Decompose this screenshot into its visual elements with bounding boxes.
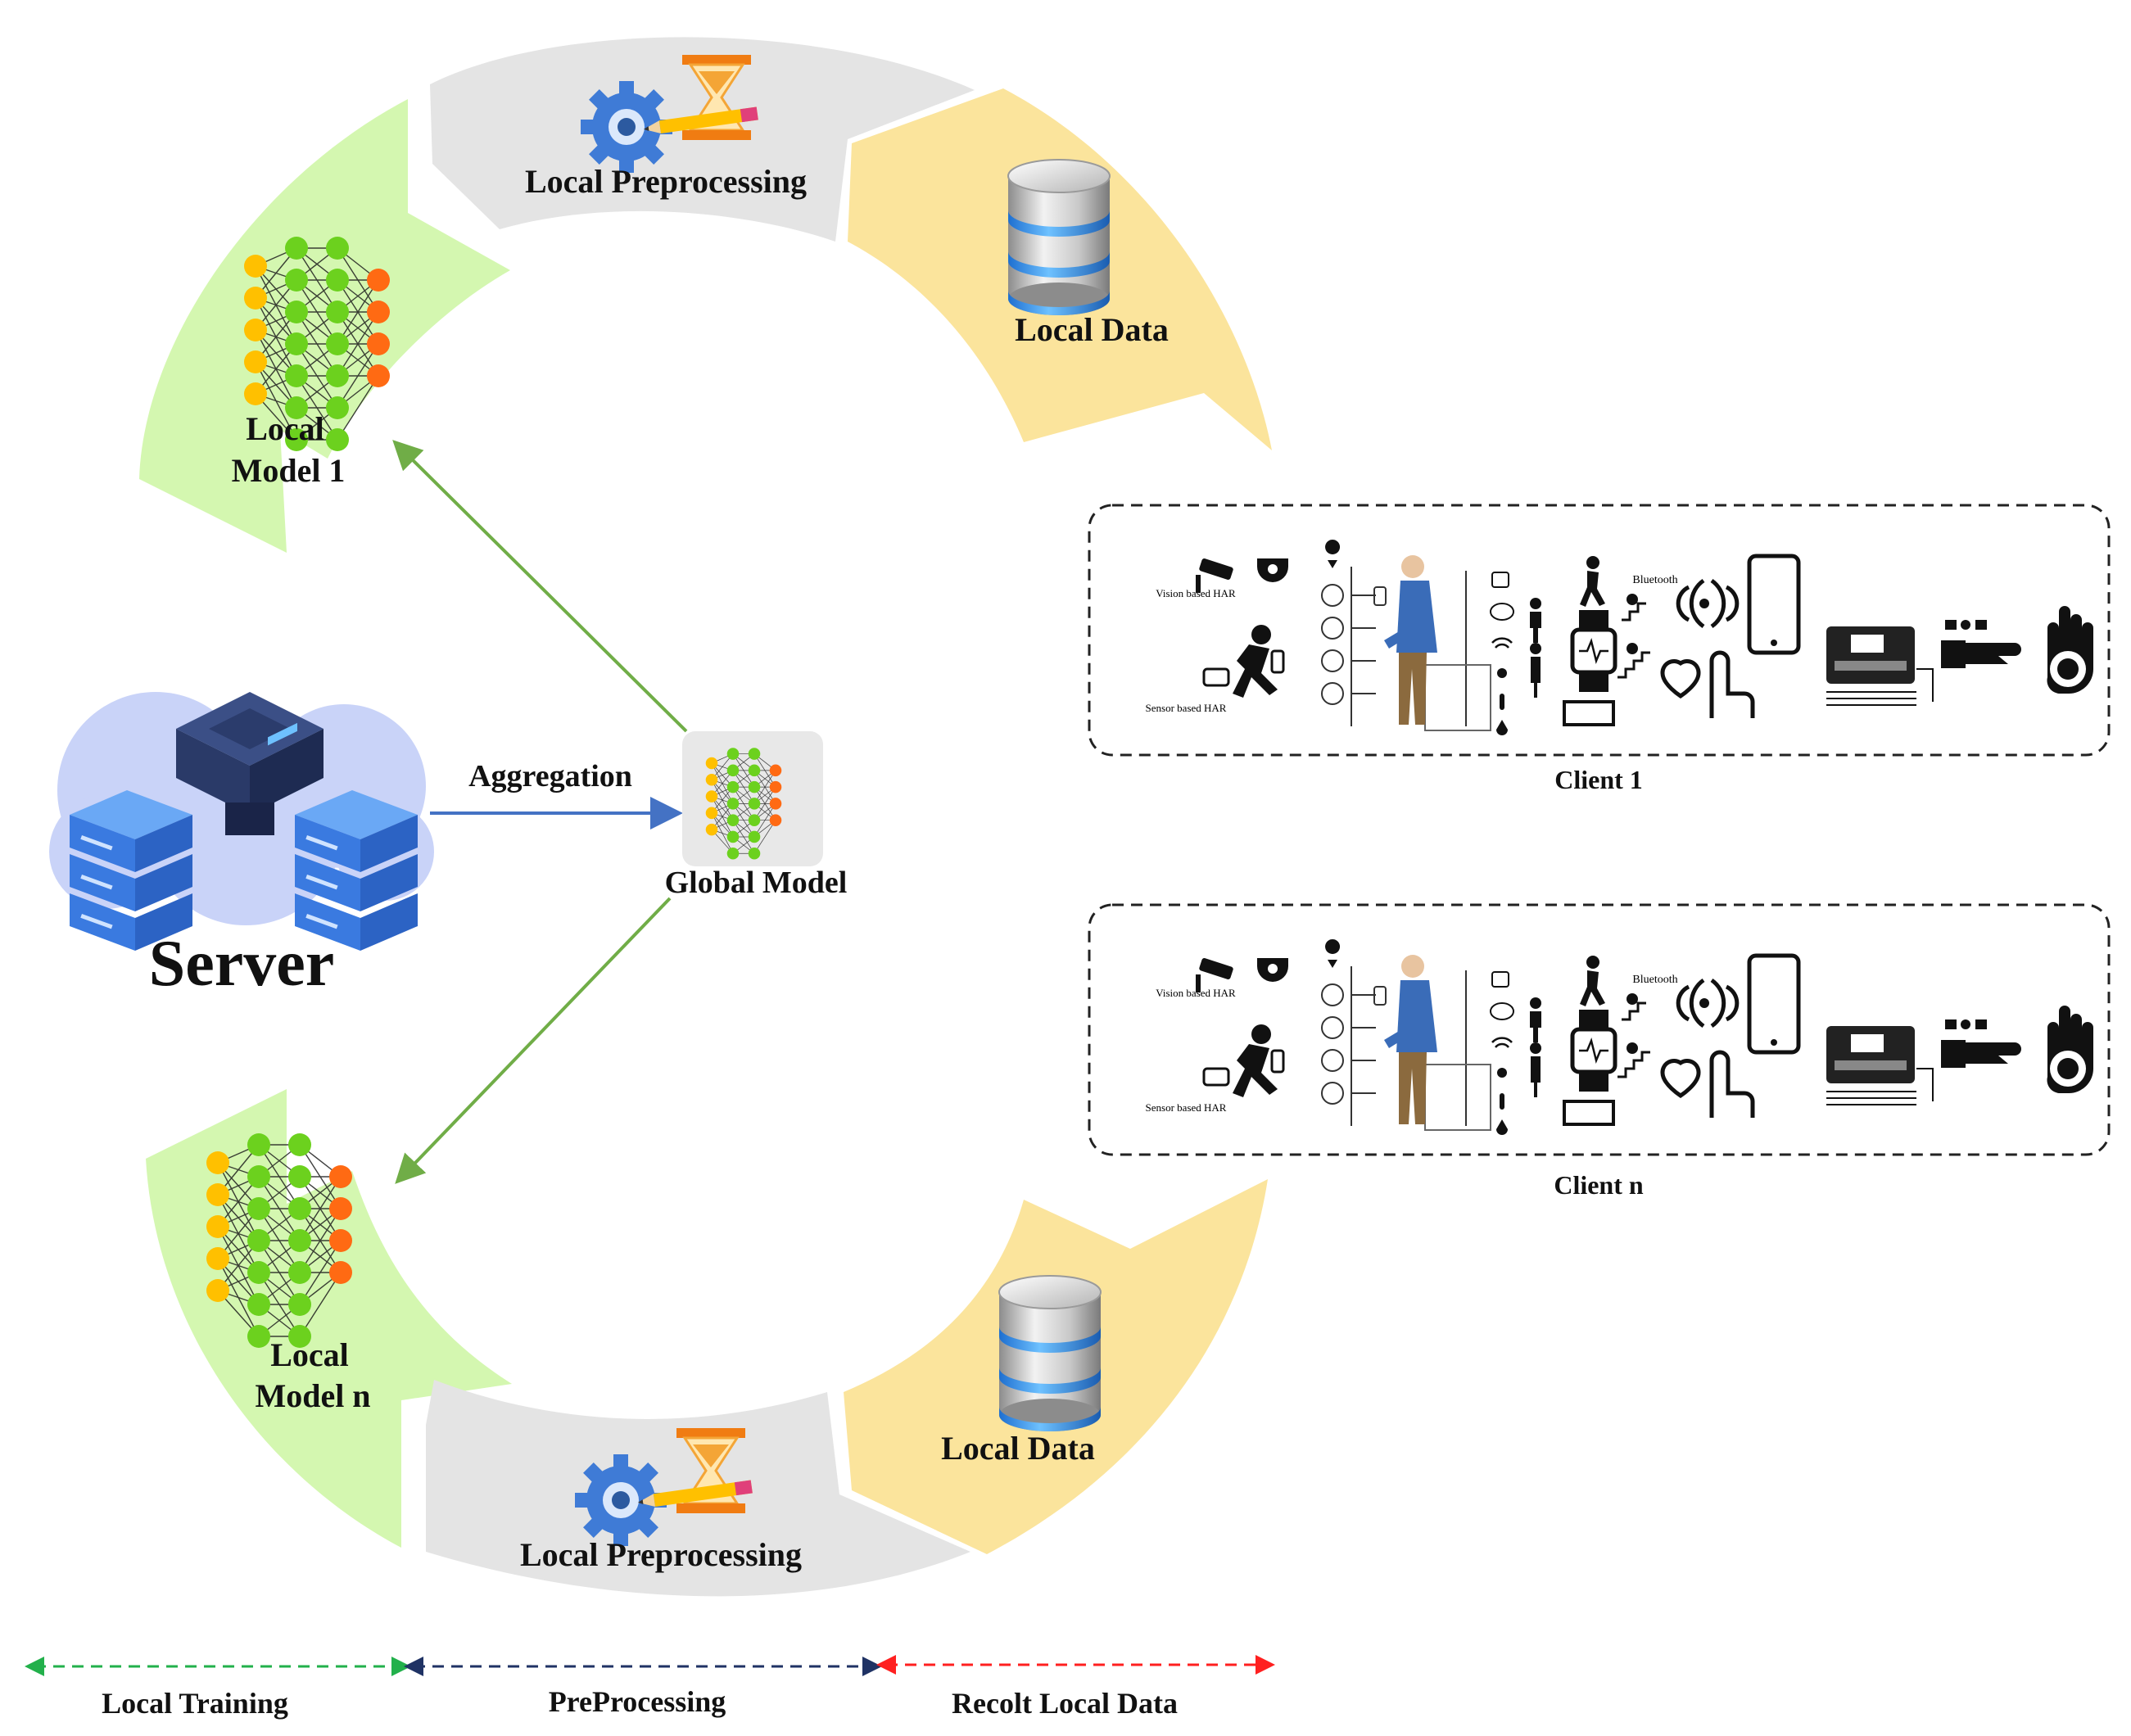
- client-1-vision-label: Vision based HAR: [1156, 587, 1236, 599]
- server-rack-icon-left: [70, 790, 192, 951]
- global-model-label: Global Model: [665, 866, 848, 900]
- preprocessing-label-top: Local Preprocessing: [525, 163, 807, 200]
- server-rack-icon-right: [295, 790, 418, 951]
- local-data-label-top: Local Data: [1015, 311, 1169, 348]
- client-1-sensor-label: Sensor based HAR: [1146, 702, 1227, 714]
- client-n-sensor-label: Sensor based HAR: [1146, 1101, 1227, 1114]
- client-panel-1: Vision based HAR Sensor based HAR Blueto…: [1088, 504, 2111, 757]
- legend-label-recolt: Recolt Local Data: [952, 1687, 1178, 1720]
- client-n-caption: Client n: [1554, 1170, 1644, 1200]
- database-icon-bottom: [998, 1275, 1102, 1432]
- local-model-label-bottom-line1: Local: [270, 1336, 349, 1373]
- distribute-arrow-bottom: [395, 897, 672, 1184]
- server-processor-icon: [176, 692, 323, 835]
- aggregation-label: Aggregation: [468, 759, 632, 793]
- legend-label-local-training: Local Training: [102, 1687, 288, 1720]
- preprocessing-label-bottom: Local Preprocessing: [520, 1536, 802, 1573]
- local-model-segment-top: [139, 99, 510, 553]
- database-icon-top: [1007, 159, 1111, 316]
- local-data-label-bottom: Local Data: [941, 1430, 1095, 1467]
- distribute-arrow-top: [392, 440, 688, 733]
- local-model-label-top-line1: Local: [246, 410, 324, 447]
- local-model-label-bottom-line2: Model n: [255, 1377, 370, 1414]
- client-n-vision-label: Vision based HAR: [1156, 987, 1236, 999]
- client-n-bluetooth-label: Bluetooth: [1632, 974, 1677, 986]
- client-panel-n: Vision based HAR Sensor based HAR Blueto…: [1088, 903, 2111, 1156]
- server-label: Server: [149, 928, 335, 1000]
- local-model-label-top-line2: Model 1: [232, 452, 346, 489]
- legend-label-preprocessing: PreProcessing: [549, 1685, 726, 1718]
- client-1-caption: Client 1: [1554, 765, 1643, 794]
- server-cloud-icon: [49, 692, 434, 951]
- client-1-bluetooth-label: Bluetooth: [1632, 574, 1677, 586]
